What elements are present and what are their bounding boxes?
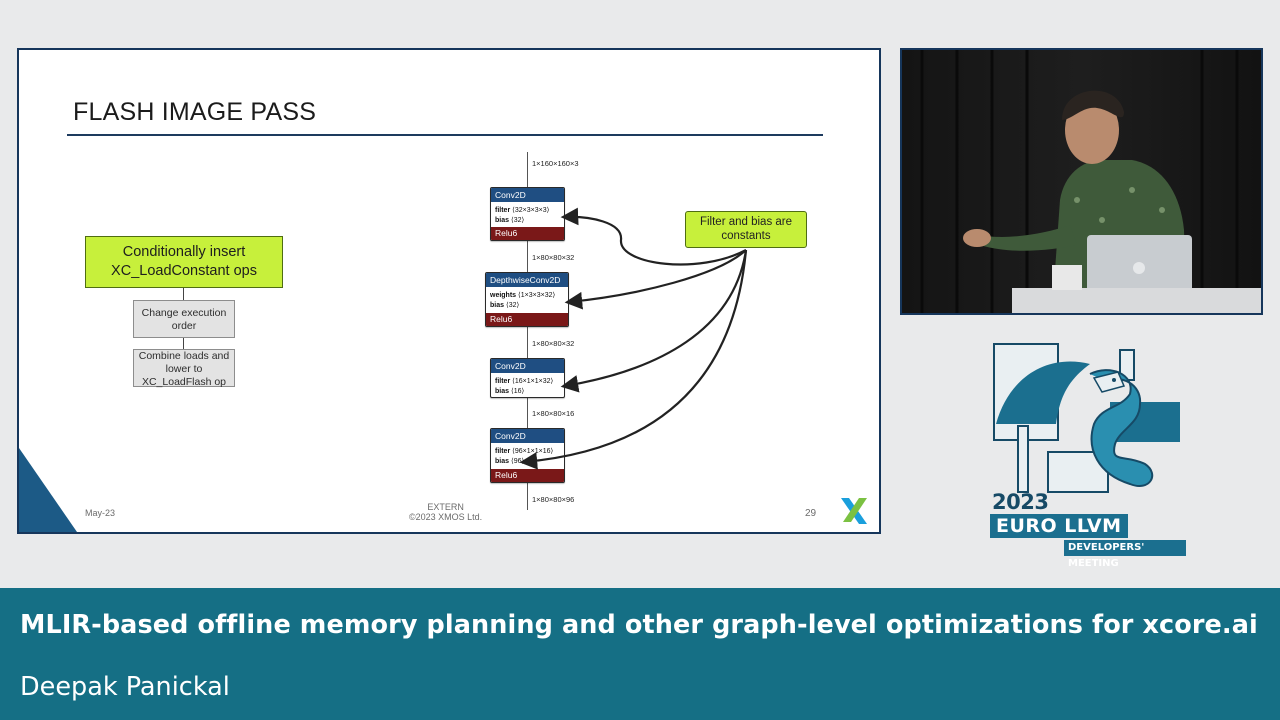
node-activation: Relu6 [491, 227, 564, 240]
node-param-value: ⟨96⟩ [510, 457, 525, 465]
node-param-key: filter [495, 378, 511, 385]
slide-footer-label: EXTERN ©2023 XMOS Ltd. [409, 502, 482, 522]
arrow-to-conv2d-1 [560, 207, 747, 266]
slide-page-number: 29 [805, 508, 817, 519]
flow-step-change-order: Change execution order [133, 300, 235, 338]
flow-step-insert-loadconstant: Conditionally insert XC_LoadConstant ops [85, 236, 283, 288]
network-node-conv2d: Conv2D filter ⟨16×1×1×32⟩ bias ⟨16⟩ [490, 358, 565, 398]
node-param-value: ⟨32⟩ [510, 216, 525, 224]
node-param-key: weights [490, 292, 517, 299]
arrow-to-depthwise [564, 249, 747, 310]
arrow-to-conv2d-3 [519, 249, 748, 470]
node-param-key: bias [495, 216, 510, 224]
node-params: filter ⟨16×1×1×32⟩ bias ⟨16⟩ [491, 373, 564, 397]
node-param-value: ⟨16×1×1×32⟩ [512, 378, 554, 385]
tensor-shape-label: 1×80×80×32 [532, 253, 575, 262]
edge-line [527, 398, 528, 428]
flow-step-combine-loads: Combine loads and lower to XC_LoadFlash … [133, 349, 235, 388]
speaker-video-feed [900, 48, 1263, 315]
logo-subtitle: DEVELOPERS' MEETING [1064, 540, 1186, 569]
logo-name: EURO LLVM [990, 514, 1128, 538]
edge-line [527, 152, 528, 187]
flow-arrow [183, 338, 184, 349]
node-op-name: DepthwiseConv2D [486, 273, 568, 287]
node-param-key: filter [495, 448, 511, 455]
presentation-slide: FLASH IMAGE PASS Conditionally insert XC… [17, 48, 881, 534]
callout-arrows [519, 207, 748, 470]
edge-line [527, 240, 528, 272]
euro-llvm-logo: 2023 EURO LLVM DEVELOPERS' MEETING [990, 334, 1186, 569]
tensor-shape-label: 1×80×80×96 [532, 495, 575, 504]
node-param-value: ⟨32⟩ [505, 301, 520, 309]
speaker-video-image [902, 50, 1261, 313]
flow-arrow [183, 288, 184, 300]
node-params: filter ⟨32×3×3×3⟩ bias ⟨32⟩ [491, 202, 564, 227]
edge-line [527, 483, 528, 510]
node-activation: Relu6 [486, 313, 568, 326]
node-param-value: ⟨16⟩ [510, 387, 525, 395]
tensor-shape-label: 1×160×160×3 [532, 159, 579, 168]
node-param-key: bias [495, 457, 510, 465]
node-op-name: Conv2D [491, 359, 564, 373]
speaker-name: Deepak Panickal [20, 672, 230, 702]
dragon-logo-icon [993, 343, 1180, 493]
tensor-shape-label: 1×80×80×32 [532, 339, 575, 348]
node-param-key: bias [495, 387, 510, 395]
constants-callout: Filter and bias are constants [685, 211, 807, 248]
logo-year: 2023 [992, 490, 1049, 514]
node-activation: Relu6 [491, 469, 564, 482]
node-op-name: Conv2D [491, 188, 564, 202]
talk-title: MLIR-based offline memory planning and o… [20, 610, 1258, 640]
node-param-value: ⟨96×1×1×16⟩ [512, 448, 554, 455]
node-param-key: filter [495, 207, 511, 214]
tensor-shape-label: 1×80×80×16 [532, 409, 575, 418]
footer-copyright: ©2023 XMOS Ltd. [409, 512, 483, 522]
node-params: filter ⟨96×1×1×16⟩ bias ⟨96⟩ [491, 443, 564, 468]
node-param-key: bias [490, 301, 505, 309]
network-node-conv2d: Conv2D filter ⟨32×3×3×3⟩ bias ⟨32⟩ Relu6 [490, 187, 565, 241]
slide-corner-decoration [19, 448, 77, 532]
lower-third-banner: MLIR-based offline memory planning and o… [0, 588, 1280, 720]
title-divider [67, 134, 823, 136]
network-node-depthwiseconv2d: DepthwiseConv2D weights ⟨1×3×3×32⟩ bias … [485, 272, 569, 327]
slide-title: FLASH IMAGE PASS [73, 98, 317, 126]
arrow-to-conv2d-2 [560, 249, 748, 393]
node-param-value: ⟨1×3×3×32⟩ [518, 292, 556, 299]
xmos-logo-icon [841, 498, 867, 524]
node-params: weights ⟨1×3×3×32⟩ bias ⟨32⟩ [486, 287, 568, 312]
node-op-name: Conv2D [491, 429, 564, 443]
node-param-value: ⟨32×3×3×3⟩ [512, 207, 550, 214]
edge-line [527, 327, 528, 358]
footer-extern: EXTERN [427, 502, 464, 512]
slide-footer-date: May-23 [85, 508, 116, 518]
